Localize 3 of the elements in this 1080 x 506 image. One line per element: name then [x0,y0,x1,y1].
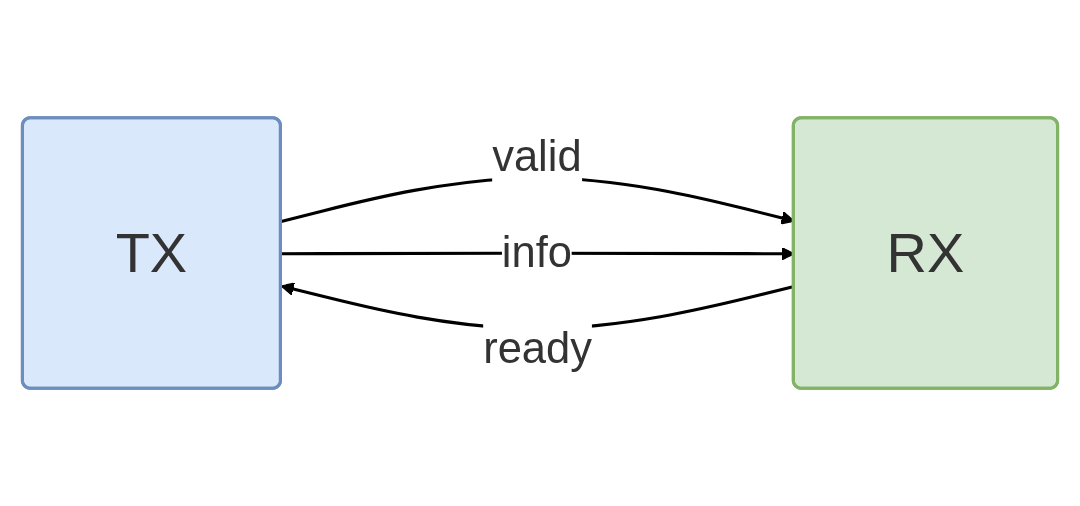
edge-label: ready [483,324,592,373]
edge-label: valid [492,131,582,180]
edge-label: info [501,228,572,277]
